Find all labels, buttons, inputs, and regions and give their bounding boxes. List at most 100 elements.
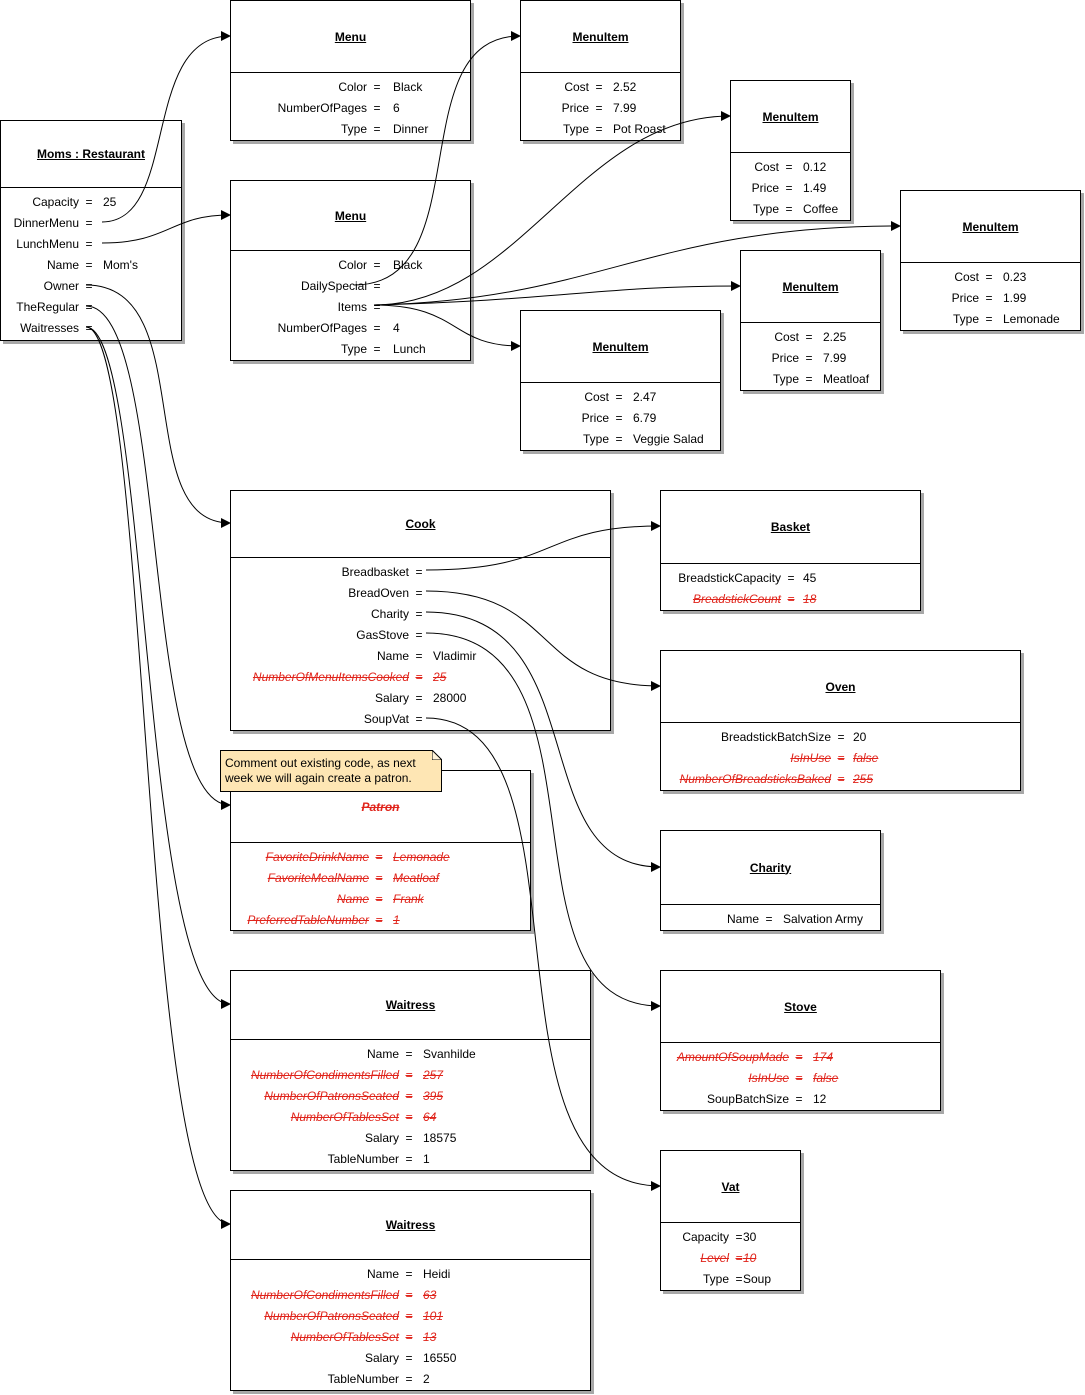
property-row: Price=1.49 xyxy=(731,181,850,195)
equals-sign: = xyxy=(373,321,381,335)
equals-sign: = xyxy=(373,258,381,272)
property-row: Price=7.99 xyxy=(521,101,680,115)
property-value: 1 xyxy=(393,913,400,927)
equals-sign: = xyxy=(85,300,93,314)
equals-sign: = xyxy=(373,279,381,293)
property-value: 64 xyxy=(423,1110,437,1124)
property-value: 395 xyxy=(423,1089,444,1103)
property-value: 2 xyxy=(423,1372,430,1386)
property-name: Name xyxy=(376,649,409,663)
item-coffee-title: MenuItem xyxy=(762,109,819,124)
property-row: Charity= xyxy=(231,607,610,621)
equals-sign: = xyxy=(837,772,845,786)
property-name: Salary xyxy=(364,1131,399,1145)
charity-title: Charity xyxy=(749,860,792,875)
equals-sign: = xyxy=(837,730,845,744)
property-value: 20 xyxy=(853,730,867,744)
property-row: TheRegular= xyxy=(1,300,181,314)
property-value: 1.99 xyxy=(1003,291,1027,305)
property-row: NumberOfTablesSet=13 xyxy=(231,1330,590,1344)
property-value: false xyxy=(853,751,879,765)
property-name: Level xyxy=(700,1251,729,1265)
property-row: Name=Frank xyxy=(231,892,530,906)
property-row: Items= xyxy=(231,300,470,314)
equals-sign: = xyxy=(405,1330,413,1344)
property-name: Cost xyxy=(584,390,609,404)
property-name: Price xyxy=(581,411,609,425)
property-name: NumberOfPages xyxy=(277,321,367,335)
equals-sign: = xyxy=(415,649,423,663)
property-name: Type xyxy=(702,1272,729,1286)
equals-sign: = xyxy=(837,751,845,765)
property-value: 0.23 xyxy=(1003,270,1027,284)
property-name: Type xyxy=(582,432,609,446)
property-value: 2.52 xyxy=(613,80,637,94)
note-corner-fold xyxy=(432,750,442,760)
property-value: 101 xyxy=(423,1309,444,1323)
equals-sign: = xyxy=(405,1131,413,1145)
property-row: IsInUse = false xyxy=(661,751,1020,765)
waitress-1-title: Waitress xyxy=(385,998,436,1012)
equals-sign: = xyxy=(373,101,381,115)
equals-sign: = xyxy=(795,1071,803,1085)
property-row: Type=Soup xyxy=(661,1272,800,1286)
property-value: Frank xyxy=(393,892,424,906)
property-row: LunchMenu= xyxy=(1,237,181,251)
property-row: AmountOfSoupMade=174 xyxy=(661,1050,940,1064)
property-name: NumberOfCondimentsFilled xyxy=(250,1068,399,1082)
property-row: IsInUse=false xyxy=(661,1071,940,1085)
item-veggie-header: MenuItem xyxy=(521,311,720,383)
property-value: Meatloaf xyxy=(393,871,440,885)
restaurant-title: Moms : Restaurant xyxy=(36,147,146,161)
equals-sign: = xyxy=(405,1110,413,1124)
property-name: IsInUse xyxy=(790,751,831,765)
equals-sign: = xyxy=(85,321,93,335)
equals-sign: = xyxy=(405,1309,413,1323)
equals-sign: = xyxy=(373,300,381,314)
property-name: Color xyxy=(338,258,367,272)
property-name: DailySpecial xyxy=(300,279,367,293)
property-row: SoupBatchSize=12 xyxy=(661,1092,940,1106)
property-row: Type=Lunch xyxy=(231,342,470,356)
property-row: Price=6.79 xyxy=(521,411,720,425)
equals-sign: = xyxy=(735,1272,743,1286)
property-name: Price xyxy=(751,181,779,195)
equals-sign: = xyxy=(805,372,813,386)
property-value: 7.99 xyxy=(823,351,847,365)
equals-sign: = xyxy=(85,195,93,209)
equals-sign: = xyxy=(405,1152,413,1166)
equals-sign: = xyxy=(415,691,423,705)
property-name: Type xyxy=(752,202,779,216)
item-meatloaf-header: MenuItem xyxy=(741,251,880,323)
waitress-2-title: Waitress xyxy=(385,1218,436,1232)
property-value: 0.12 xyxy=(803,160,827,174)
property-value: 6.79 xyxy=(633,411,657,425)
property-value: Lemonade xyxy=(1003,312,1060,326)
patron-title: Patron xyxy=(361,799,400,814)
property-value: 30 xyxy=(743,1230,757,1244)
property-value: Svanhilde xyxy=(423,1047,476,1061)
property-name: Cost xyxy=(954,270,979,284)
property-row: TableNumber=2 xyxy=(231,1372,590,1386)
equals-sign: = xyxy=(405,1068,413,1082)
property-value: Lemonade xyxy=(393,850,450,864)
property-name: Breadbasket xyxy=(341,565,409,579)
property-name: TableNumber xyxy=(327,1372,399,1386)
